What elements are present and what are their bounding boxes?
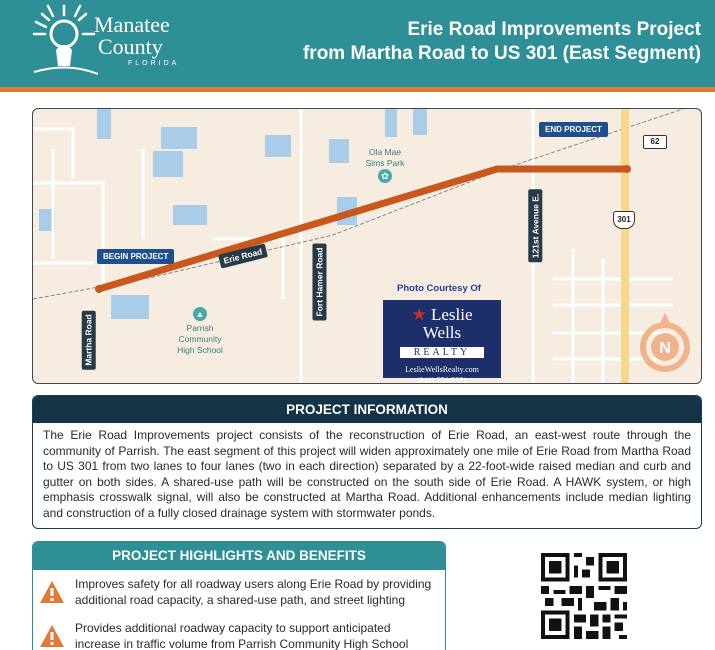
- parrish-high-school: ▲ Parrish Community High School: [167, 307, 233, 356]
- school-icon: ▲: [193, 307, 207, 321]
- realty-name-line-2: Wells: [422, 323, 462, 342]
- compass-letter: N: [659, 340, 671, 357]
- leslie-wells-realty-logo: ★ Leslie Wells REALTY LeslieWellsRealty.…: [383, 300, 501, 383]
- realty-phone: (941) 776-5571: [417, 376, 467, 384]
- manatee-county-logo: Manatee County FLORIDA: [28, 0, 188, 84]
- project-highlights-heading: PROJECT HIGHLIGHTS AND BENEFITS: [33, 542, 445, 570]
- park-name-line-1: Ola Mae: [368, 147, 402, 157]
- page-header: Manatee County FLORIDA Erie Road Improve…: [0, 0, 715, 87]
- qr-code-icon[interactable]: [541, 553, 627, 639]
- photo-credit: Photo Courtesy Of: [397, 283, 481, 294]
- park-name-line-2: Sims Park: [365, 158, 405, 168]
- begin-project-callout: BEGIN PROJECT: [97, 249, 175, 264]
- project-highlights-panel: PROJECT HIGHLIGHTS AND BENEFITS Improves…: [32, 541, 446, 650]
- sun-logo-icon: [32, 4, 99, 75]
- realty-name-line-1: ★ Leslie: [411, 305, 473, 324]
- avenue-121-label: 121st Avenue E.: [528, 189, 543, 263]
- logo-state: FLORIDA: [128, 60, 180, 67]
- sr-62-shield: 62: [643, 135, 667, 149]
- realty-word: REALTY: [399, 347, 485, 358]
- title-line-2: from Martha Road to US 301 (East Segment…: [302, 43, 701, 64]
- star-icon: ★: [411, 305, 427, 324]
- north-arrow-icon: N: [640, 313, 690, 372]
- logo-word-manatee: Manatee: [94, 12, 170, 37]
- martha-road-label: Martha Road: [81, 310, 96, 370]
- list-item: Improves safety for all roadway users al…: [33, 576, 445, 610]
- project-information-heading: PROJECT INFORMATION: [33, 396, 701, 423]
- ola-mae-sims-park: Ola Mae Sims Park ✿: [359, 147, 411, 185]
- project-information-panel: PROJECT INFORMATION The Erie Road Improv…: [32, 395, 702, 529]
- fort-hamer-road-label: Fort Hamer Road: [312, 243, 327, 321]
- realty-website: LeslieWellsRealty.com: [405, 365, 479, 374]
- header-accent-stripe: [0, 87, 715, 92]
- us-301-shield: 301: [613, 211, 635, 229]
- school-name-line-2: Community: [178, 334, 222, 344]
- warning-icon: [40, 581, 64, 603]
- highlight-text: Provides additional roadway capacity to …: [75, 621, 409, 650]
- logo-word-county: County: [98, 34, 163, 59]
- school-name-line-3: High School: [177, 345, 223, 355]
- warning-icon: [40, 625, 64, 647]
- project-information-body: The Erie Road Improvements project consi…: [43, 428, 691, 520]
- project-map: BEGIN PROJECT END PROJECT Erie Road Mart…: [32, 108, 702, 384]
- list-item: Provides additional roadway capacity to …: [33, 620, 445, 650]
- page-title: Erie Road Improvements Project from Mart…: [303, 18, 701, 66]
- school-name-line-1: Parrish: [186, 323, 214, 333]
- park-icon: ✿: [378, 169, 392, 183]
- map-base-graphic: [33, 109, 684, 383]
- highlight-text: Improves safety for all roadway users al…: [75, 577, 432, 607]
- end-project-callout: END PROJECT: [539, 122, 608, 137]
- title-line-1: Erie Road Improvements Project: [407, 19, 701, 40]
